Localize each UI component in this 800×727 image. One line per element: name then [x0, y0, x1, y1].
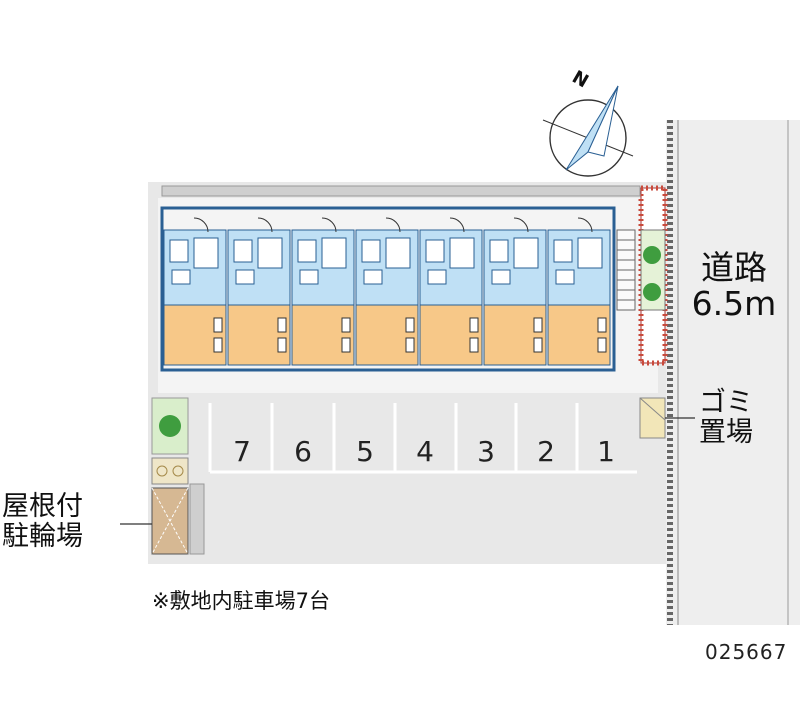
- parking-area: [208, 403, 637, 474]
- building-outline: [160, 206, 616, 372]
- tree-icon: [159, 415, 181, 437]
- stairs: [616, 229, 636, 311]
- garbage-label-line2: 置場: [699, 416, 753, 448]
- unit: [227, 217, 291, 366]
- bicycle-parking-label: 屋根付 駐輪場: [2, 492, 83, 551]
- bicycle-parking-line1: 屋根付: [2, 491, 83, 522]
- unit: [291, 217, 355, 366]
- garbage-label: ゴミ 置場: [699, 388, 753, 447]
- parking-slot-number: 1: [597, 435, 615, 468]
- unit-row: [163, 217, 611, 366]
- garbage-label-line1: ゴミ: [699, 387, 753, 418]
- tree-icon: [643, 283, 661, 301]
- bicycle-rack: [151, 457, 189, 485]
- parking-slot-number: 5: [356, 435, 374, 468]
- parking-slot-number: 3: [477, 435, 495, 468]
- unit: [419, 217, 483, 366]
- map-code: 025667: [705, 640, 788, 664]
- garbage-area: [639, 397, 666, 439]
- road-label: 道路 6.5m: [674, 248, 794, 324]
- road-area: [666, 120, 800, 625]
- parking-slot-number: 6: [294, 435, 312, 468]
- unit: [483, 217, 547, 366]
- parking-slot-number: 7: [233, 435, 251, 468]
- parking-note: ※敷地内駐車場7台: [152, 589, 330, 613]
- unit: [547, 217, 611, 366]
- compass-icon: [542, 85, 634, 177]
- building-roof: [161, 185, 641, 197]
- bicycle-shed: [151, 483, 205, 555]
- parking-slot-number: 4: [416, 435, 434, 468]
- unit: [355, 217, 419, 366]
- road-label-line2: 6.5m: [691, 284, 777, 324]
- tree-icon: [643, 246, 661, 264]
- unit: [163, 217, 227, 366]
- bicycle-parking-line2: 駐輪場: [2, 520, 83, 552]
- road-label-line1: 道路: [701, 248, 767, 287]
- parking-slot-number: 2: [537, 435, 555, 468]
